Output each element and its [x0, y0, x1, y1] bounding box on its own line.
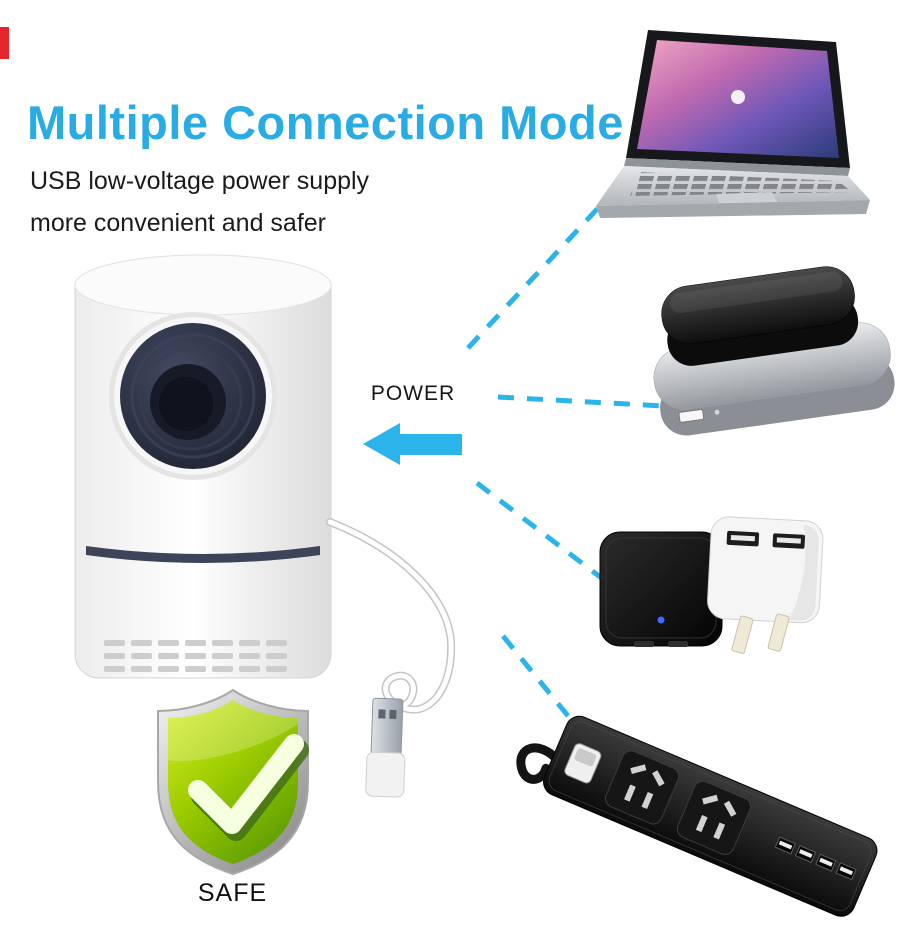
mosquito-lamp	[74, 254, 332, 679]
apple-logo	[731, 90, 745, 104]
laptop-front-edge	[596, 200, 870, 218]
safe-label: SAFE	[197, 879, 268, 907]
lamp-navy-stripe	[86, 546, 320, 563]
power-strip-switch	[564, 743, 602, 784]
safe-shield	[157, 688, 309, 876]
subtitle: USB low-voltage power supply more conven…	[30, 160, 369, 244]
usb-wall-adapters	[599, 516, 824, 654]
power-banks	[653, 266, 895, 436]
page-title: Multiple Connection Mode	[27, 96, 624, 149]
strip-usb-ports	[774, 836, 857, 881]
plug-prong	[731, 615, 754, 654]
adapter-white	[707, 516, 824, 654]
lamp-vent-grille	[104, 640, 287, 672]
power-strip-cord	[516, 743, 563, 784]
dash-line-powerstrip	[501, 634, 588, 740]
subtitle-line-1: USB low-voltage power supply	[30, 167, 370, 195]
dash-line-powerbank	[497, 394, 665, 409]
plug-prong	[767, 613, 790, 652]
dash-line-laptop	[466, 191, 614, 350]
adapter-led	[657, 616, 665, 624]
power-outlet	[676, 780, 751, 855]
subtitle-line-2: more convenient and safer	[30, 209, 327, 237]
power-bank-black	[661, 266, 859, 366]
adapter-black	[599, 531, 723, 647]
power-outlet	[605, 750, 680, 825]
usb-power-strip	[516, 715, 878, 917]
usb-plug	[365, 697, 406, 798]
laptop	[596, 30, 870, 218]
usb-cable	[326, 518, 456, 714]
red-edge-mark	[0, 27, 9, 59]
checkmark-icon	[188, 734, 304, 834]
connection-dashed-lines	[466, 191, 665, 740]
laptop-keyboard	[630, 172, 852, 196]
power-arrow-icon	[363, 423, 462, 465]
dash-line-adapter	[475, 481, 614, 588]
power-label: POWER	[370, 382, 456, 405]
laptop-hinge	[624, 158, 850, 176]
lamp-funnel-hole	[109, 312, 277, 480]
